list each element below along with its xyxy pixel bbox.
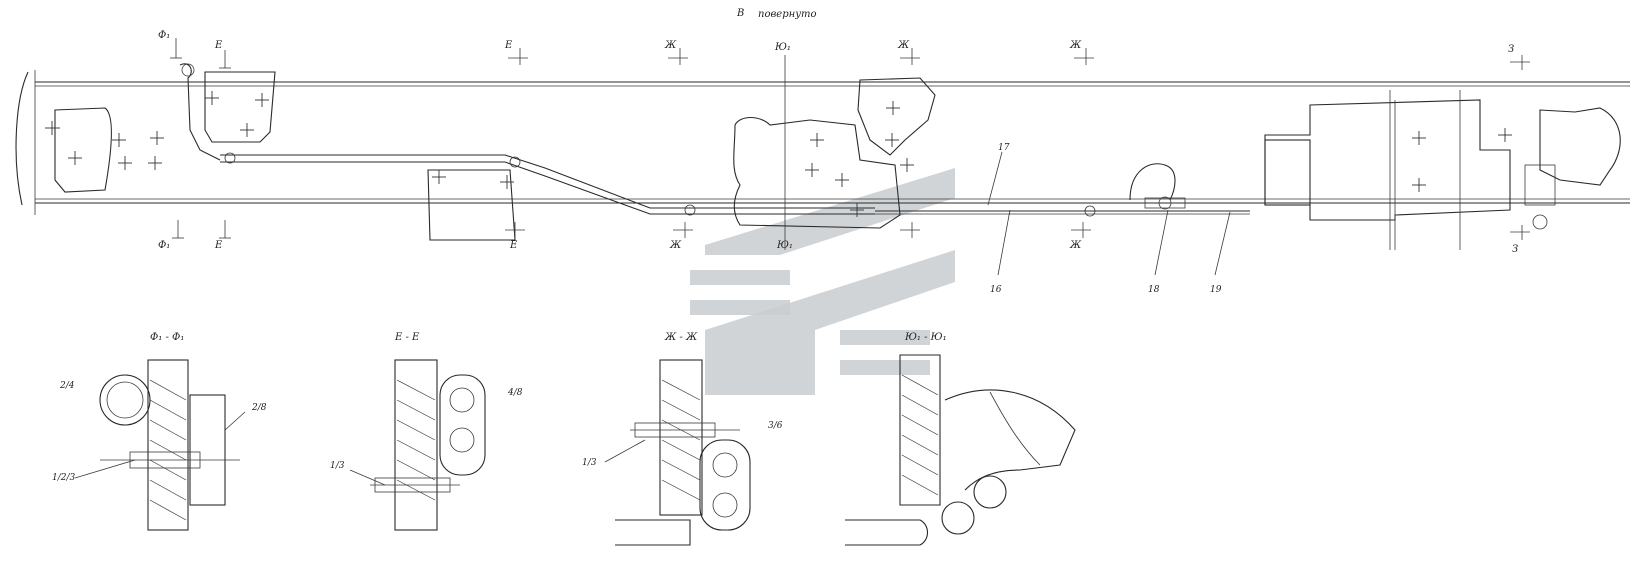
callout-e-1: 4/8 [507, 388, 523, 398]
section-f1-view: Ф₁ - Ф₁ 2/4 2/8 1/2/3 [52, 332, 267, 531]
section-e-title: Е - Е [394, 332, 420, 343]
section-markers-top: Ф₁ Е Е Ж Ю₁ Ж Ж З 17 [158, 30, 1530, 206]
view-title: В повернуто [736, 8, 817, 20]
marker-zh-top-3: Ж [1069, 40, 1082, 51]
section-f1-title: Ф₁ - Ф₁ [150, 332, 184, 343]
marker-zh-top-2: Ж [897, 40, 910, 51]
marker-e-top-mid: Е [504, 40, 513, 51]
callout-f1-2: 2/8 [251, 403, 267, 413]
marker-e-bot-mid: Е [509, 240, 518, 251]
marker-e-top-left: Е [214, 40, 223, 51]
callout-e-2: 1/3 [330, 461, 345, 471]
marker-zh-bot-1: Ж [669, 240, 682, 251]
view-letter: В [736, 8, 744, 19]
marker-zh-bot-2: Ж [1069, 240, 1082, 251]
part-number-19: 19 [1210, 285, 1222, 295]
marker-f1-bot: Ф₁ [158, 240, 170, 251]
callout-f1-1: 2/4 [59, 381, 75, 391]
frame-top-view [15, 55, 1630, 250]
section-zh-title: Ж - Ж [664, 332, 698, 343]
section-yu1-title: Ю₁ - Ю₁ [904, 332, 947, 343]
part-number-17: 17 [998, 143, 1010, 153]
marker-yu1-top: Ю₁ [774, 42, 791, 53]
section-e-view: Е - Е 4/8 1/3 [330, 332, 523, 531]
marker-z-top: З [1508, 44, 1514, 55]
marker-e-bot-left: Е [214, 240, 223, 251]
part-number-16: 16 [990, 285, 1002, 295]
callout-zh-1: 3/6 [768, 421, 783, 431]
marker-zh-top-1: Ж [664, 40, 677, 51]
section-yu1-view: Ю₁ - Ю₁ [845, 332, 1076, 546]
section-zh-view: Ж - Ж 3/6 1/3 [582, 332, 783, 546]
section-markers-bottom: Ф₁ Е Е Ж Ю₁ Ж З 16 18 19 [158, 209, 1530, 295]
part-number-18: 18 [1148, 285, 1160, 295]
marker-yu1-bot: Ю₁ [776, 240, 793, 251]
marker-z-bot: З [1512, 244, 1518, 255]
callout-f1-3: 1/2/3 [52, 473, 76, 483]
view-note: повернуто [758, 9, 817, 20]
callout-zh-2: 1/3 [582, 458, 597, 468]
watermark-logo [690, 168, 955, 395]
marker-f1-top: Ф₁ [158, 30, 170, 41]
